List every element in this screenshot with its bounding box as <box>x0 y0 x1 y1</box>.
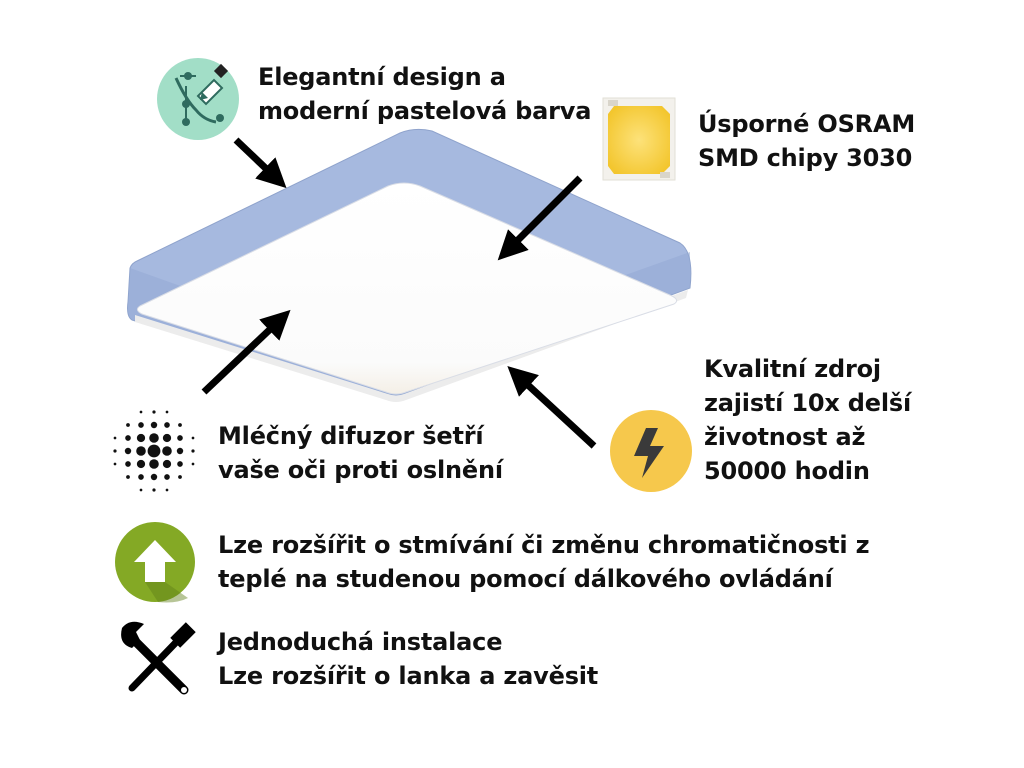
arrow-design <box>233 137 287 189</box>
halftone-dot <box>191 462 195 466</box>
feature-zdroj-line-2: zajistí 10x delší <box>704 389 911 417</box>
vector-pen-icon <box>157 58 239 140</box>
halftone-dot <box>165 488 169 492</box>
halftone-dot <box>162 459 172 469</box>
halftone-dot <box>152 410 156 414</box>
feature-stmivani-line-2: teplé na studenou pomocí dálkového ovlád… <box>218 565 833 593</box>
halftone-dot <box>191 449 195 453</box>
arrow-zdroj <box>507 366 597 449</box>
halftone-dot <box>136 446 146 456</box>
feature-difuzor-text: Mléčný difuzor šetří vaše oči proti osln… <box>218 419 503 487</box>
feature-zdroj-text: Kvalitní zdroj zajistí 10x delší životno… <box>704 352 911 488</box>
feature-osram-line-2: SMD chipy 3030 <box>698 144 913 172</box>
lightning-bolt-icon <box>610 410 692 492</box>
pointer-arrows <box>201 137 597 449</box>
halftone-dot <box>164 422 170 428</box>
halftone-dot <box>113 436 117 440</box>
feature-zdroj-line-3: životnost až <box>704 423 866 451</box>
halftone-dot <box>124 447 132 455</box>
feature-stmivani-text: Lze rozšířit o stmívání či změnu chromat… <box>218 528 870 596</box>
feature-difuzor-line-1: Mléčný difuzor šetří <box>218 422 484 450</box>
halftone-dot <box>113 449 117 453</box>
halftone-dot <box>139 488 143 492</box>
feature-design-text: Elegantní design a moderní pastelová bar… <box>258 60 591 128</box>
halftone-dot <box>177 461 183 467</box>
feature-design-line-2: moderní pastelová barva <box>258 97 592 125</box>
feature-design-line-1: Elegantní design a <box>258 63 506 91</box>
feature-instalace-line-2: Lze rozšířit o lanka a zavěsit <box>218 662 599 690</box>
led-chip-icon <box>602 97 676 181</box>
feature-zdroj-line-1: Kvalitní zdroj <box>704 355 881 383</box>
halftone-dot <box>126 423 130 427</box>
feature-zdroj-line-4: 50000 hodin <box>704 457 870 485</box>
arrow-osram <box>497 175 583 261</box>
halftone-dot <box>149 459 159 469</box>
feature-instalace-text: Jednoduchá instalace Lze rozšířit o lank… <box>218 625 598 693</box>
halftone-dot <box>136 459 146 469</box>
halftone-dot <box>136 433 146 443</box>
dot-pattern-icon <box>113 410 195 492</box>
halftone-dot <box>150 421 158 429</box>
halftone-dot <box>150 473 158 481</box>
wrench-screwdriver-icon <box>121 621 196 695</box>
halftone-dot <box>138 422 144 428</box>
halftone-dot <box>138 474 144 480</box>
halftone-dot <box>152 488 156 492</box>
halftone-dot <box>177 435 183 441</box>
halftone-dot <box>147 444 161 458</box>
halftone-dot <box>113 462 117 466</box>
feature-osram-line-1: Úsporné OSRAM <box>698 110 916 138</box>
feature-osram-text: Úsporné OSRAM SMD chipy 3030 <box>698 107 915 175</box>
feature-instalace-line-1: Jednoduchá instalace <box>218 628 503 656</box>
halftone-dot <box>176 447 184 455</box>
halftone-dot <box>178 475 182 479</box>
halftone-dot <box>164 474 170 480</box>
feature-stmivani-line-1: Lze rozšířit o stmívání či změnu chromat… <box>218 531 870 559</box>
feature-difuzor-line-2: vaše oči proti oslnění <box>218 456 503 484</box>
milky-diffuser <box>136 182 678 395</box>
upgrade-arrow-icon <box>115 522 195 603</box>
halftone-dot <box>125 461 131 467</box>
arrow-difuzor <box>201 309 291 395</box>
halftone-dot <box>125 435 131 441</box>
halftone-dot <box>162 433 172 443</box>
halftone-dot <box>162 446 172 456</box>
halftone-dot <box>149 433 159 443</box>
halftone-dot <box>139 410 143 414</box>
halftone-dot <box>191 436 195 440</box>
halftone-dot <box>178 423 182 427</box>
halftone-dot <box>126 475 130 479</box>
halftone-dot <box>165 410 169 414</box>
